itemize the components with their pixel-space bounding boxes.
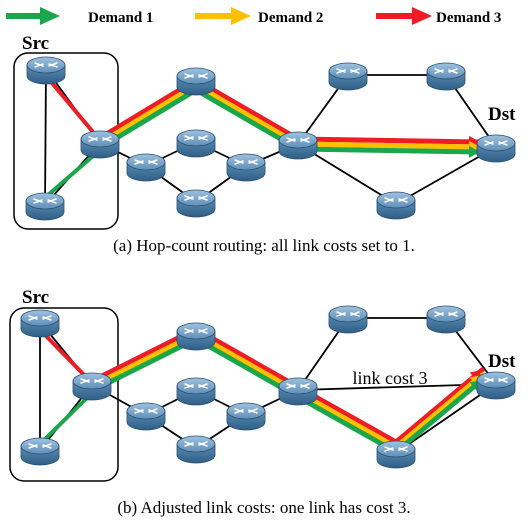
router-icon — [328, 62, 368, 91]
router-icon — [376, 191, 416, 220]
src-label: Src — [22, 287, 49, 308]
legend-label: Demand 2 — [258, 10, 323, 26]
legend-item-demand-2: Demand 2 — [195, 7, 323, 26]
source-group-box — [9, 307, 119, 482]
demand-1-source-path — [42, 391, 94, 442]
link-cost-label: link cost 3 — [353, 368, 428, 388]
legend-item-demand-1: Demand 1 — [6, 7, 153, 26]
network-link — [44, 68, 47, 206]
panel-a: Src Dst (a) Hop-count routing: all link … — [13, 33, 516, 255]
demand-3-path — [97, 77, 483, 145]
router-icon — [176, 67, 216, 96]
router-icon — [176, 377, 216, 406]
dst-label: Dst — [488, 351, 516, 372]
router-icon — [126, 153, 166, 182]
arrow-icon — [412, 7, 432, 25]
dst-label: Dst — [488, 104, 516, 125]
router-icon — [176, 435, 216, 464]
arrow-icon — [40, 7, 60, 25]
router-icon — [426, 62, 466, 91]
router-icon — [20, 437, 60, 466]
router-icon — [226, 402, 266, 431]
src-label: Src — [22, 33, 49, 54]
router-icon — [176, 322, 216, 351]
network-link — [395, 383, 497, 454]
legend-label: Demand 3 — [436, 10, 501, 26]
router-icon — [176, 129, 216, 158]
router-icon — [176, 189, 216, 218]
node-layer — [20, 305, 516, 469]
router-icon — [328, 305, 368, 334]
panel-caption: (a) Hop-count routing: all link costs se… — [113, 236, 415, 255]
arrow-icon — [468, 145, 480, 158]
panel-b: Src Dst link cost 3 (b) Adjusted link co… — [9, 287, 516, 517]
arrow-icon — [231, 7, 251, 25]
router-icon — [476, 371, 516, 400]
router-icon — [80, 130, 120, 159]
router-icon — [226, 153, 266, 182]
router-icon — [72, 372, 112, 401]
legend: Demand 1 Demand 2 Demand 3 — [6, 7, 501, 26]
panel-caption: (b) Adjusted link costs: one link has co… — [117, 498, 410, 517]
router-icon — [476, 134, 516, 163]
router-icon — [278, 131, 318, 160]
demand-3-source-path — [50, 81, 100, 140]
router-icon — [126, 402, 166, 431]
legend-item-demand-3: Demand 3 — [376, 7, 501, 26]
demand-1-path — [97, 87, 483, 155]
router-icon — [26, 56, 66, 85]
router-icon — [278, 377, 318, 406]
node-layer — [25, 56, 516, 221]
demand-2-path — [97, 82, 483, 150]
router-icon — [25, 192, 65, 221]
router-icon — [20, 309, 60, 338]
router-icon — [426, 305, 466, 334]
demand-3-source-path — [44, 334, 92, 383]
arrow-icon — [469, 370, 482, 382]
legend-label: Demand 1 — [88, 10, 153, 26]
router-icon — [376, 440, 416, 469]
